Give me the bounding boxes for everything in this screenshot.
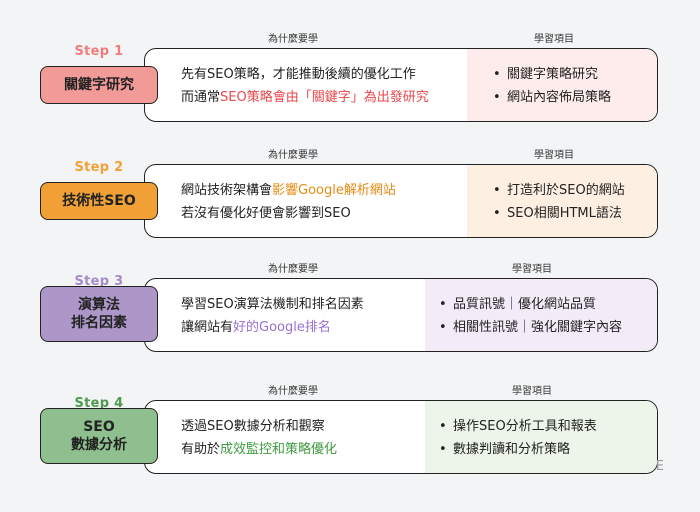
step-1-learn-item-text: 網站內容佈局策略 bbox=[507, 90, 612, 105]
step-3-why-line-1: 學習SEO演算法機制和排名因素 bbox=[181, 297, 364, 312]
why-column-header: 為什麼要學 bbox=[268, 386, 318, 397]
why-column-header: 為什麼要學 bbox=[268, 34, 318, 45]
step-1: Step 1 為什麼要學 學習項目 先有SEO策略，才能推動後續的優化工作 而通… bbox=[0, 34, 700, 160]
step-2-learn-item: • SEO相關HTML語法 bbox=[493, 202, 657, 225]
step-1-label: Step 1 bbox=[74, 44, 124, 59]
step-3-learn-item: • 品質訊號｜優化網站品質 bbox=[439, 293, 657, 316]
step-3-why-highlight: 好的Google排名 bbox=[233, 320, 331, 335]
step-4-why-line-1: 透過SEO數據分析和觀察 bbox=[181, 419, 325, 434]
step-3-badge: 演算法 排名因素 bbox=[40, 286, 158, 342]
step-4-learn-item-text: 操作SEO分析工具和報表 bbox=[453, 419, 597, 434]
step-1-learn-item: • 關鍵字策略研究 bbox=[493, 63, 657, 86]
step-2-learn-item-text: SEO相關HTML語法 bbox=[507, 206, 622, 221]
step-4-why-line-2-text: 有助於 bbox=[181, 442, 221, 457]
step-3-learn-item-text: 品質訊號｜優化網站品質 bbox=[453, 297, 597, 312]
step-4-learn-item: • 操作SEO分析工具和報表 bbox=[439, 415, 657, 438]
step-1-why: 先有SEO策略，才能推動後續的優化工作 而通常SEO策略會由「關鍵字」為出發研究 bbox=[181, 63, 429, 109]
step-1-learn-item: • 網站內容佈局策略 bbox=[493, 86, 657, 109]
step-1-badge-text: 關鍵字研究 bbox=[64, 77, 134, 93]
step-2-why-line-2: 若沒有優化好便會影響到SEO bbox=[181, 206, 351, 221]
why-column-header: 為什麼要學 bbox=[268, 150, 318, 161]
step-1-why-line-2: 而通常SEO策略會由「關鍵字」為出發研究 bbox=[181, 86, 429, 109]
step-3-badge-text: 排名因素 bbox=[71, 315, 127, 331]
bullet-icon: • bbox=[439, 442, 447, 457]
step-1-why-line-2-text: 而通常 bbox=[181, 90, 221, 105]
step-3-label: Step 3 bbox=[74, 274, 124, 289]
step-3: Step 3 為什麼要學 學習項目 學習SEO演算法機制和排名因素 讓網站有好的… bbox=[0, 264, 700, 390]
bullet-icon: • bbox=[439, 297, 447, 312]
step-2-label: Step 2 bbox=[74, 160, 124, 175]
step-3-why: 學習SEO演算法機制和排名因素 讓網站有好的Google排名 bbox=[181, 293, 364, 339]
step-2-why-line-1-text: 網站技術架構會 bbox=[181, 183, 273, 198]
bullet-icon: • bbox=[439, 419, 447, 434]
step-3-why-line-2: 讓網站有好的Google排名 bbox=[181, 316, 364, 339]
step-2-learn: • 打造利於SEO的網站 • SEO相關HTML語法 bbox=[467, 165, 657, 237]
bullet-icon: • bbox=[493, 183, 501, 198]
step-4-learn-item: • 數據判讀和分析策略 bbox=[439, 438, 657, 461]
step-3-card: 學習SEO演算法機制和排名因素 讓網站有好的Google排名 • 品質訊號｜優化網… bbox=[144, 278, 658, 352]
step-2-why-highlight: 影響Google解析網站 bbox=[272, 183, 396, 198]
step-4-badge-text: SEO bbox=[83, 419, 115, 435]
why-column-header: 為什麼要學 bbox=[268, 264, 318, 275]
step-3-why-line-2-text: 讓網站有 bbox=[181, 320, 234, 335]
step-1-card: 先有SEO策略，才能推動後續的優化工作 而通常SEO策略會由「關鍵字」為出發研究… bbox=[144, 48, 658, 122]
bullet-icon: • bbox=[493, 206, 501, 221]
step-4-why-line-2: 有助於成效監控和策略優化 bbox=[181, 438, 337, 461]
step-2-learn-item-text: 打造利於SEO的網站 bbox=[507, 183, 625, 198]
learn-column-header: 學習項目 bbox=[512, 386, 552, 397]
seo-steps-diagram: { "column_headers": { "why": "為什麼要學", "l… bbox=[0, 34, 700, 474]
step-1-why-highlight: SEO策略會由「關鍵字」為出發研究 bbox=[220, 90, 429, 105]
step-4: Step 4 為什麼要學 學習項目 透過SEO數據分析和觀察 有助於成效監控和策… bbox=[0, 386, 700, 512]
step-4-badge-text: 數據分析 bbox=[71, 437, 127, 453]
step-2: Step 2 為什麼要學 學習項目 網站技術架構會影響Google解析網站 若沒… bbox=[0, 150, 700, 276]
bullet-icon: • bbox=[439, 320, 447, 335]
step-4-card: 透過SEO數據分析和觀察 有助於成效監控和策略優化 • 操作SEO分析工具和報表 … bbox=[144, 400, 658, 474]
step-2-why-line-1: 網站技術架構會影響Google解析網站 bbox=[181, 179, 396, 202]
step-2-why: 網站技術架構會影響Google解析網站 若沒有優化好便會影響到SEO bbox=[181, 179, 396, 225]
step-2-badge-text: 技術性SEO bbox=[62, 193, 136, 209]
corner-mark: E bbox=[655, 459, 664, 474]
step-4-badge: SEO 數據分析 bbox=[40, 408, 158, 464]
learn-column-header: 學習項目 bbox=[534, 150, 574, 161]
step-4-learn-item-text: 數據判讀和分析策略 bbox=[453, 442, 571, 457]
step-1-badge: 關鍵字研究 bbox=[40, 66, 158, 104]
bullet-icon: • bbox=[493, 67, 501, 82]
learn-column-header: 學習項目 bbox=[512, 264, 552, 275]
step-3-badge-text: 演算法 bbox=[78, 297, 120, 313]
step-3-learn: • 品質訊號｜優化網站品質 • 相關性訊號｜強化關鍵字內容 bbox=[425, 279, 657, 351]
step-2-card: 網站技術架構會影響Google解析網站 若沒有優化好便會影響到SEO • 打造利於… bbox=[144, 164, 658, 238]
learn-column-header: 學習項目 bbox=[534, 34, 574, 45]
step-2-badge: 技術性SEO bbox=[40, 182, 158, 220]
step-1-why-line-1: 先有SEO策略，才能推動後續的優化工作 bbox=[181, 67, 416, 82]
step-4-learn: • 操作SEO分析工具和報表 • 數據判讀和分析策略 bbox=[425, 401, 657, 473]
step-1-learn-item-text: 關鍵字策略研究 bbox=[507, 67, 599, 82]
step-3-learn-item: • 相關性訊號｜強化關鍵字內容 bbox=[439, 316, 657, 339]
step-2-learn-item: • 打造利於SEO的網站 bbox=[493, 179, 657, 202]
step-3-learn-item-text: 相關性訊號｜強化關鍵字內容 bbox=[453, 320, 623, 335]
step-1-learn: • 關鍵字策略研究 • 網站內容佈局策略 bbox=[467, 49, 657, 121]
bullet-icon: • bbox=[493, 90, 501, 105]
step-4-label: Step 4 bbox=[74, 396, 124, 411]
step-4-why-highlight: 成效監控和策略優化 bbox=[220, 442, 338, 457]
step-4-why: 透過SEO數據分析和觀察 有助於成效監控和策略優化 bbox=[181, 415, 337, 461]
